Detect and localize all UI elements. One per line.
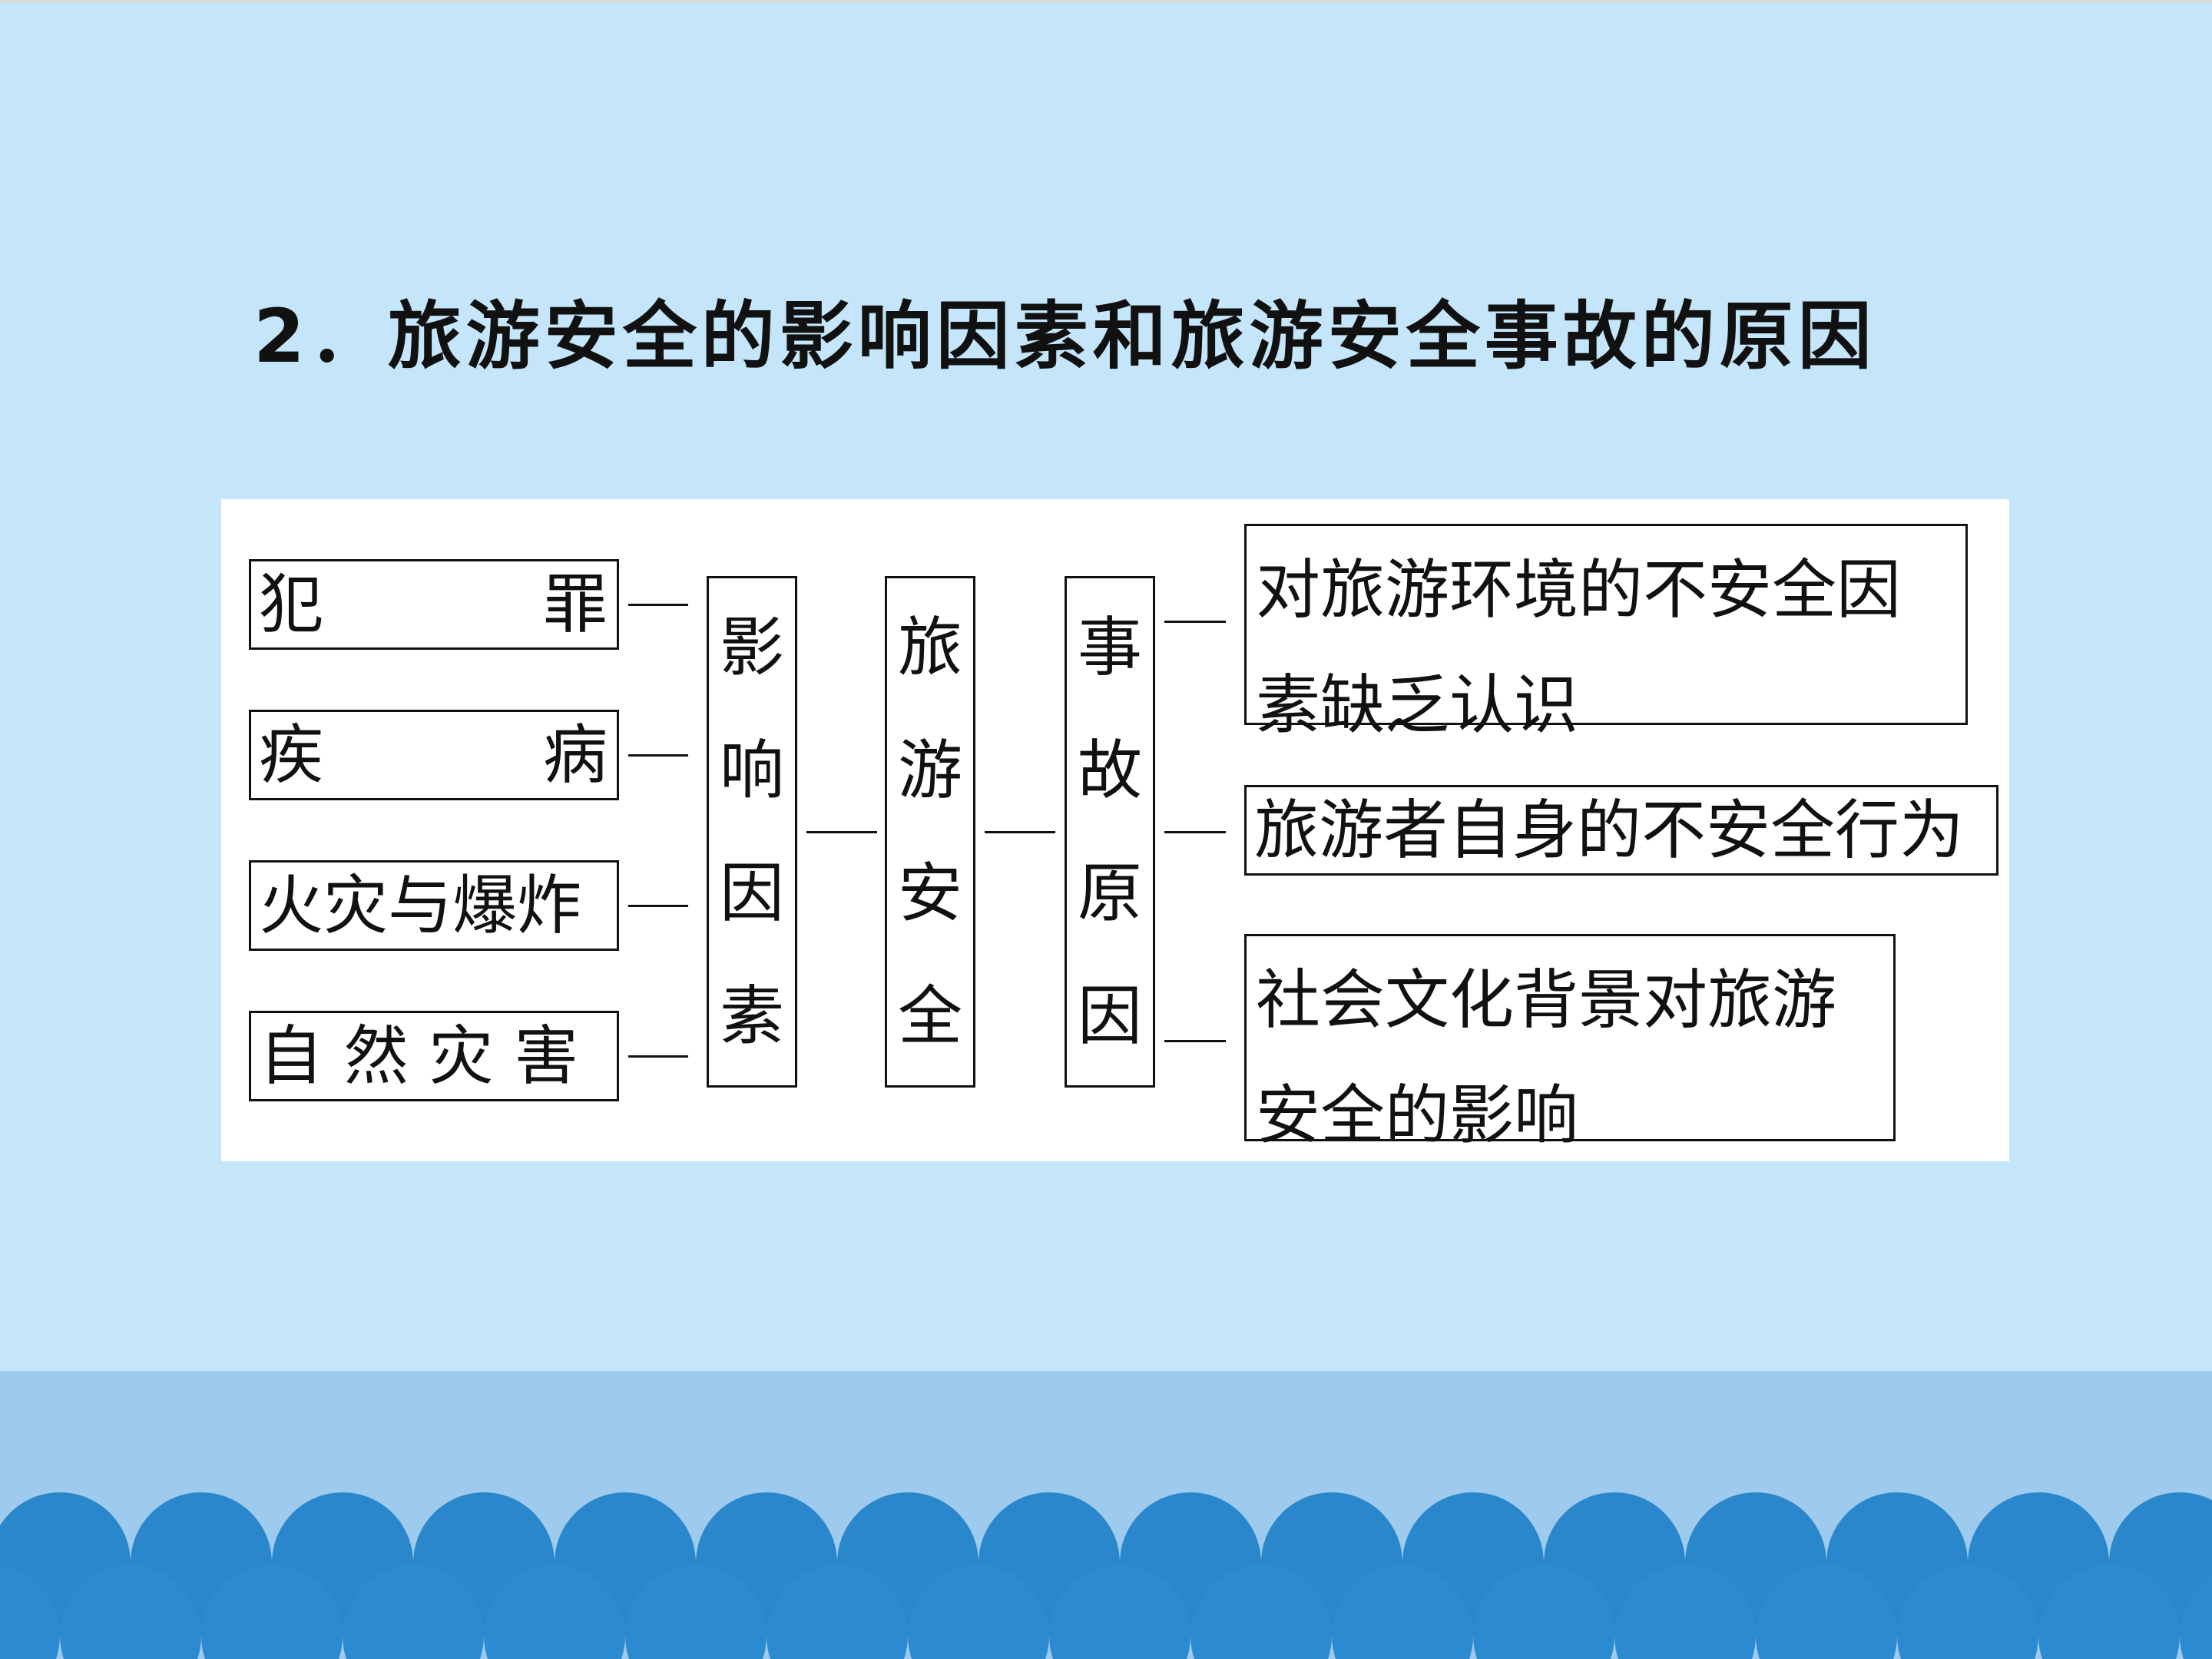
factor-disease-left: 疾	[259, 717, 324, 793]
cause-box-culture: 社会文化背景对旅游 安全的影响	[1244, 934, 1896, 1153]
page-title: 2．旅游安全的影响因素和旅游安全事故的原因	[253, 293, 1876, 379]
connector-line	[1164, 621, 1226, 623]
connector-line	[1164, 831, 1226, 833]
cause-text-line: 社会文化背景对旅游	[1256, 962, 1837, 1038]
diagram-panel: 犯 罪 疾 病 火灾与爆炸 自 然 灾 害 影 响 因 素 旅 游	[221, 499, 2009, 1161]
influence-char: 因	[719, 856, 784, 931]
cause-box-environment: 对旅游环境的不安全因 素缺乏认识	[1244, 524, 1968, 743]
wave-scallop	[1190, 1565, 1332, 1659]
safety-char: 安	[897, 856, 962, 931]
wave-scallop	[625, 1565, 767, 1659]
wave-scallop	[1332, 1565, 1473, 1659]
wave-scallop	[60, 1565, 201, 1659]
factor-disease-right: 病	[542, 717, 608, 793]
cause-char: 因	[1077, 979, 1142, 1054]
wave-scallop	[0, 1566, 60, 1659]
factor-box-crime: 犯 罪	[249, 559, 619, 650]
wave-scallop	[1473, 1565, 1614, 1659]
influence-char: 影	[719, 610, 784, 685]
cause-char: 事	[1077, 610, 1142, 685]
safety-char: 游	[897, 733, 962, 808]
factor-natural-label: 自 然 灾 害	[259, 1018, 579, 1094]
cause-text-line: 对旅游环境的不安全因	[1256, 552, 1902, 628]
wave-scallop	[767, 1565, 908, 1659]
wave-scallop	[1614, 1565, 1756, 1659]
factor-fire-label: 火灾与爆炸	[259, 868, 582, 943]
factor-box-fire: 火灾与爆炸	[249, 860, 619, 951]
connector-line	[628, 604, 688, 606]
wave-scallop	[484, 1565, 625, 1659]
factor-crime-left: 犯	[259, 567, 324, 642]
accident-causes-box: 事 故 原 因	[1065, 576, 1155, 1088]
bottom-band	[0, 1371, 2212, 1659]
connector-line	[628, 1055, 688, 1058]
safety-char: 旅	[897, 610, 962, 685]
tourism-safety-box: 旅 游 安 全	[885, 576, 975, 1088]
factor-crime-right: 罪	[542, 567, 608, 642]
cause-box-behavior: 旅游者自身的不安全行为	[1244, 785, 1998, 876]
influence-char: 响	[719, 733, 784, 808]
cause-text-line: 素缺乏认识	[1256, 667, 1579, 743]
connector-line	[628, 754, 688, 757]
factor-box-natural-disaster: 自 然 灾 害	[249, 1011, 619, 1101]
wave-scallop	[1049, 1565, 1190, 1659]
influence-char: 素	[719, 979, 784, 1054]
safety-char: 全	[897, 979, 962, 1054]
connector-line	[806, 831, 877, 833]
wave-scallop	[1897, 1565, 2038, 1659]
cause-text-line: 安全的影响	[1256, 1078, 1579, 1153]
factor-box-disease: 疾 病	[249, 710, 619, 800]
wave-scallop	[1756, 1565, 1897, 1659]
wave-scallop	[201, 1565, 343, 1659]
cause-char: 故	[1077, 733, 1142, 808]
connector-line	[1164, 1040, 1226, 1042]
connector-line	[628, 905, 688, 907]
cause-text-line: 旅游者自身的不安全行为	[1254, 793, 1965, 868]
top-border	[0, 0, 2212, 3]
wave-decoration	[0, 1492, 2212, 1659]
wave-scallop	[908, 1565, 1049, 1659]
wave-scallop	[2180, 1576, 2212, 1659]
cause-char: 原	[1077, 856, 1142, 931]
wave-scallop	[2038, 1565, 2180, 1659]
influence-factors-box: 影 响 因 素	[707, 576, 797, 1088]
wave-scallop	[343, 1565, 484, 1659]
connector-line	[985, 831, 1055, 833]
